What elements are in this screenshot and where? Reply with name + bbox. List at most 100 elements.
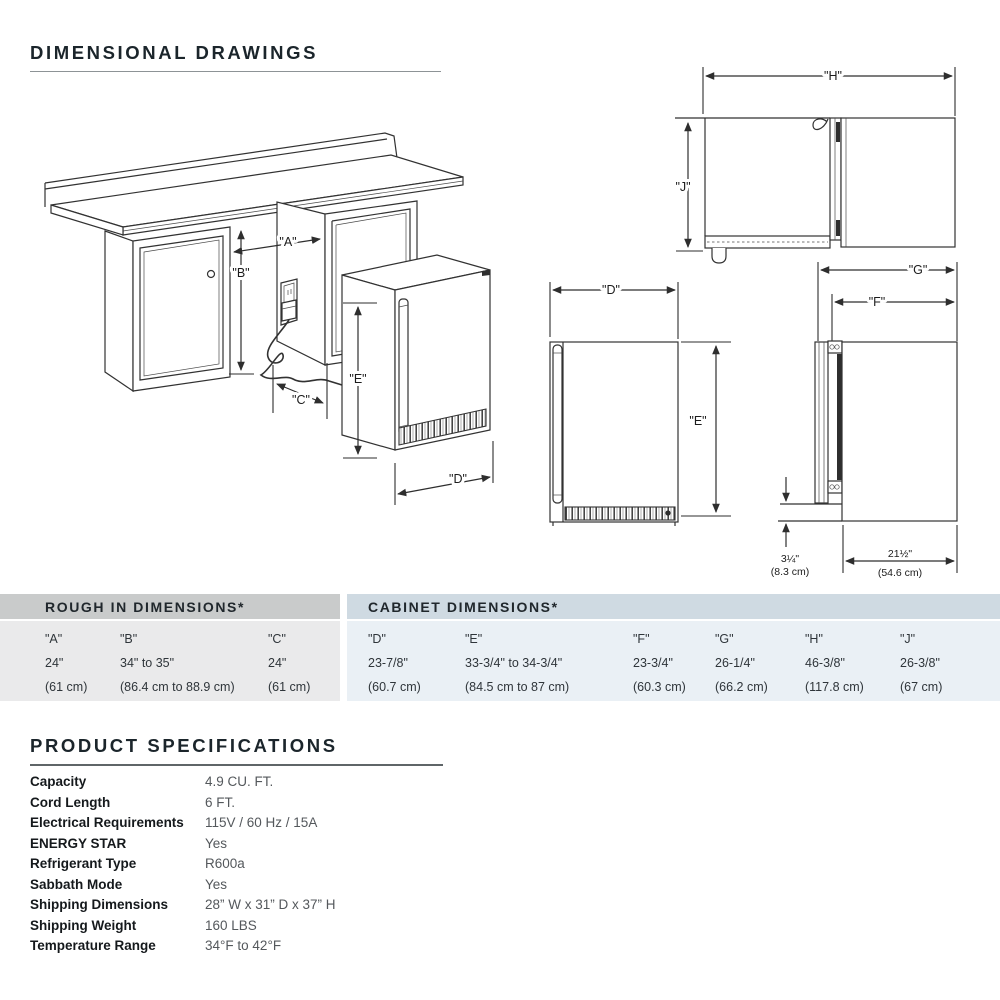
col-label: "G": [715, 632, 734, 646]
leveling-foot: [711, 248, 727, 264]
dim-h: "H": [702, 66, 956, 116]
col-label: "B": [120, 632, 138, 646]
dim-label-g: "G": [909, 263, 928, 277]
spec-value: R600a: [205, 856, 245, 871]
cell-inches: 23-7/8": [368, 656, 408, 670]
foot-height-cm: (8.3 cm): [771, 566, 810, 578]
cell-cm: (66.2 cm): [715, 680, 768, 694]
dim-d-front: "D": [549, 280, 679, 339]
fridge-door-top-view: [829, 117, 956, 248]
rough-in-cm-row: (61 cm) (86.4 cm to 88.9 cm) (61 cm): [0, 675, 340, 699]
cell-inches: 23-3/4": [633, 656, 673, 670]
spec-label: Electrical Requirements: [30, 815, 184, 830]
cell-cm: (61 cm): [268, 680, 311, 694]
cabinet-cm-row: (60.7 cm) (84.5 cm to 87 cm) (60.3 cm) (…: [347, 675, 1000, 699]
cabinet-table-title: CABINET DIMENSIONS*: [347, 594, 1000, 619]
spec-row: Sabbath Mode Yes: [30, 875, 530, 896]
spec-label: Refrigerant Type: [30, 856, 137, 871]
spec-label: Shipping Weight: [30, 917, 137, 933]
dim-a: "A": [233, 232, 321, 255]
counter-backsplash: [44, 132, 398, 207]
spec-row: Capacity 4.9 CU. FT.: [30, 772, 530, 793]
spec-label: Capacity: [30, 774, 87, 789]
grille-detail-dot: [665, 510, 671, 516]
hinge-mark: [836, 122, 840, 142]
dim-label-d: "D": [449, 472, 467, 486]
body-depth-cm: (54.6 cm): [878, 567, 922, 579]
spec-row: Cord Length 6 FT.: [30, 793, 530, 814]
front-view-drawing: "D" "E": [549, 280, 731, 526]
spec-value: 28” W x 31” D x 37” H: [205, 897, 336, 912]
cell-inches: 46-3/8": [805, 656, 845, 670]
spec-row: Refrigerant Type R600a: [30, 854, 530, 875]
dim-label-j: "J": [675, 180, 690, 194]
cabinet-door-knob: [206, 269, 216, 279]
cell-cm: (61 cm): [45, 680, 88, 694]
spec-value: Yes: [205, 876, 228, 892]
spec-value: 34°F to 42°F: [205, 938, 282, 953]
left-cabinet: [104, 226, 231, 393]
fridge-vent-grille: [398, 408, 487, 446]
body-depth-inches: 21½": [888, 548, 912, 560]
cell-inches: 33-3/4" to 34-3/4": [465, 656, 563, 670]
hinge-mark: [836, 220, 840, 236]
col-label: "H": [805, 632, 823, 646]
rough-in-label-row: "A" "B" "C": [0, 627, 340, 651]
dim-label-f: "F": [869, 295, 886, 309]
rough-in-dimensions-table: ROUGH IN DIMENSIONS* "A" "B" "C" 24" 34"…: [0, 594, 340, 701]
col-label: "C": [268, 632, 286, 646]
dim-label-a: "A": [279, 235, 296, 249]
dim-label-e: "E": [689, 414, 706, 428]
cell-cm: (84.5 cm to 87 cm): [465, 680, 570, 694]
cell-cm: (117.8 cm): [805, 680, 864, 694]
spec-label: Temperature Range: [30, 938, 156, 953]
spec-value: Yes: [205, 835, 228, 851]
dim-f: "F": [831, 292, 955, 341]
cell-inches: 24": [45, 656, 64, 670]
dim-label-h: "H": [824, 69, 842, 83]
cell-inches: 24": [268, 656, 287, 670]
fridge-side-view: [778, 340, 958, 522]
spec-label: Cord Length: [30, 794, 111, 810]
spec-row: Shipping Dimensions 28” W x 31” D x 37” …: [30, 895, 530, 916]
dim-d-iso: "D": [394, 441, 494, 505]
spec-value: 6 FT.: [205, 794, 236, 810]
spec-value: 4.9 CU. FT.: [205, 774, 274, 789]
side-view-drawing: "G" "F" 3¼" (8.3 cm): [768, 260, 958, 582]
dim-j: "J": [672, 122, 703, 252]
fridge-front-view: [549, 341, 679, 526]
spec-label: Shipping Dimensions: [30, 897, 169, 912]
dim-e-front: "E": [681, 341, 731, 517]
door-handle-top-view: [812, 118, 829, 131]
power-outlet: [280, 278, 298, 326]
specs-list: Capacity 4.9 CU. FT. Cord Length 6 FT. E…: [30, 772, 530, 957]
fridge-body-top-view: [675, 117, 831, 264]
dim-c: "C": [272, 363, 328, 419]
dim-label-c: "C": [292, 393, 310, 407]
cell-cm: (86.4 cm to 88.9 cm): [120, 680, 235, 694]
spec-value: 160 LBS: [205, 917, 257, 933]
dim-g: "G": [817, 260, 958, 341]
dim-label-b: "B": [232, 266, 249, 280]
cabinet-label-row: "D" "E" "F" "G" "H" "J": [347, 627, 1000, 651]
page-title: DIMENSIONAL DRAWINGS: [30, 42, 441, 72]
col-label: "E": [465, 632, 483, 646]
installation-isometric-drawing: "A" "B" "C" "E" "D": [44, 132, 494, 505]
cell-inches: 26-3/8": [900, 656, 940, 670]
col-label: "A": [45, 632, 63, 646]
cabinet-body-side: [841, 341, 958, 522]
spec-row: ENERGY STAR Yes: [30, 834, 530, 855]
dim-b: "B": [229, 230, 254, 375]
foot-height-inches: 3¼": [781, 553, 800, 565]
cell-cm: (67 cm): [900, 680, 943, 694]
dim-body-depth: 21½" (54.6 cm): [842, 525, 958, 582]
specs-title: PRODUCT SPECIFICATIONS: [30, 735, 443, 766]
door-side-profile: [814, 341, 829, 504]
spec-label: ENERGY STAR: [30, 835, 127, 851]
dim-label-e: "E": [349, 372, 366, 386]
spec-row: Electrical Requirements 115V / 60 Hz / 1…: [30, 813, 530, 834]
col-label: "D": [368, 632, 386, 646]
power-cord: [259, 319, 343, 386]
spec-row: Temperature Range 34°F to 42°F: [30, 936, 530, 957]
